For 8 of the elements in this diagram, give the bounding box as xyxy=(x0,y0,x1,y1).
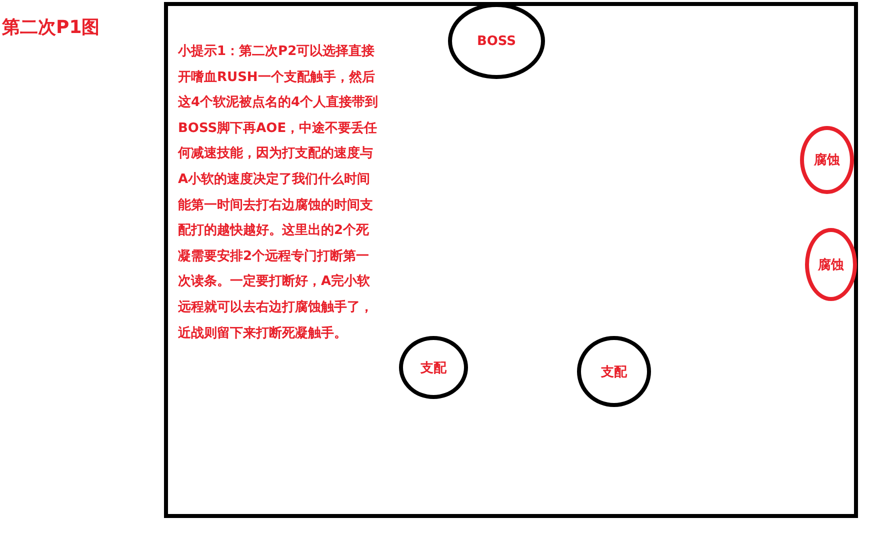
ellipse-marker: 支配 xyxy=(399,336,468,399)
ellipse-marker: 腐蚀 xyxy=(800,126,854,194)
ellipse-marker: BOSS xyxy=(448,3,545,79)
title: 第二次P1图 xyxy=(2,16,100,39)
arena-frame xyxy=(164,2,858,518)
ellipse-marker: 腐蚀 xyxy=(805,228,857,301)
tip-note: 小提示1：第二次P2可以选择直接开嗜血RUSH一个支配触手，然后这4个软泥被点名的4个人直接带到BOSS脚下再AOE，中途不要丢任何减速技能，因为打支配的速度与A小软的速度决定了我们什么时间能第一时间去打右边腐蚀的时间支配打的越快越好。这里出的2个死凝需要安排2个远程专门打断第一次读条。一定要打断好，A完小软远程就可以去右边打腐蚀触手了，近战则留下来打断死凝触手。 xyxy=(178,42,380,343)
ellipse-marker: 支配 xyxy=(577,336,651,407)
